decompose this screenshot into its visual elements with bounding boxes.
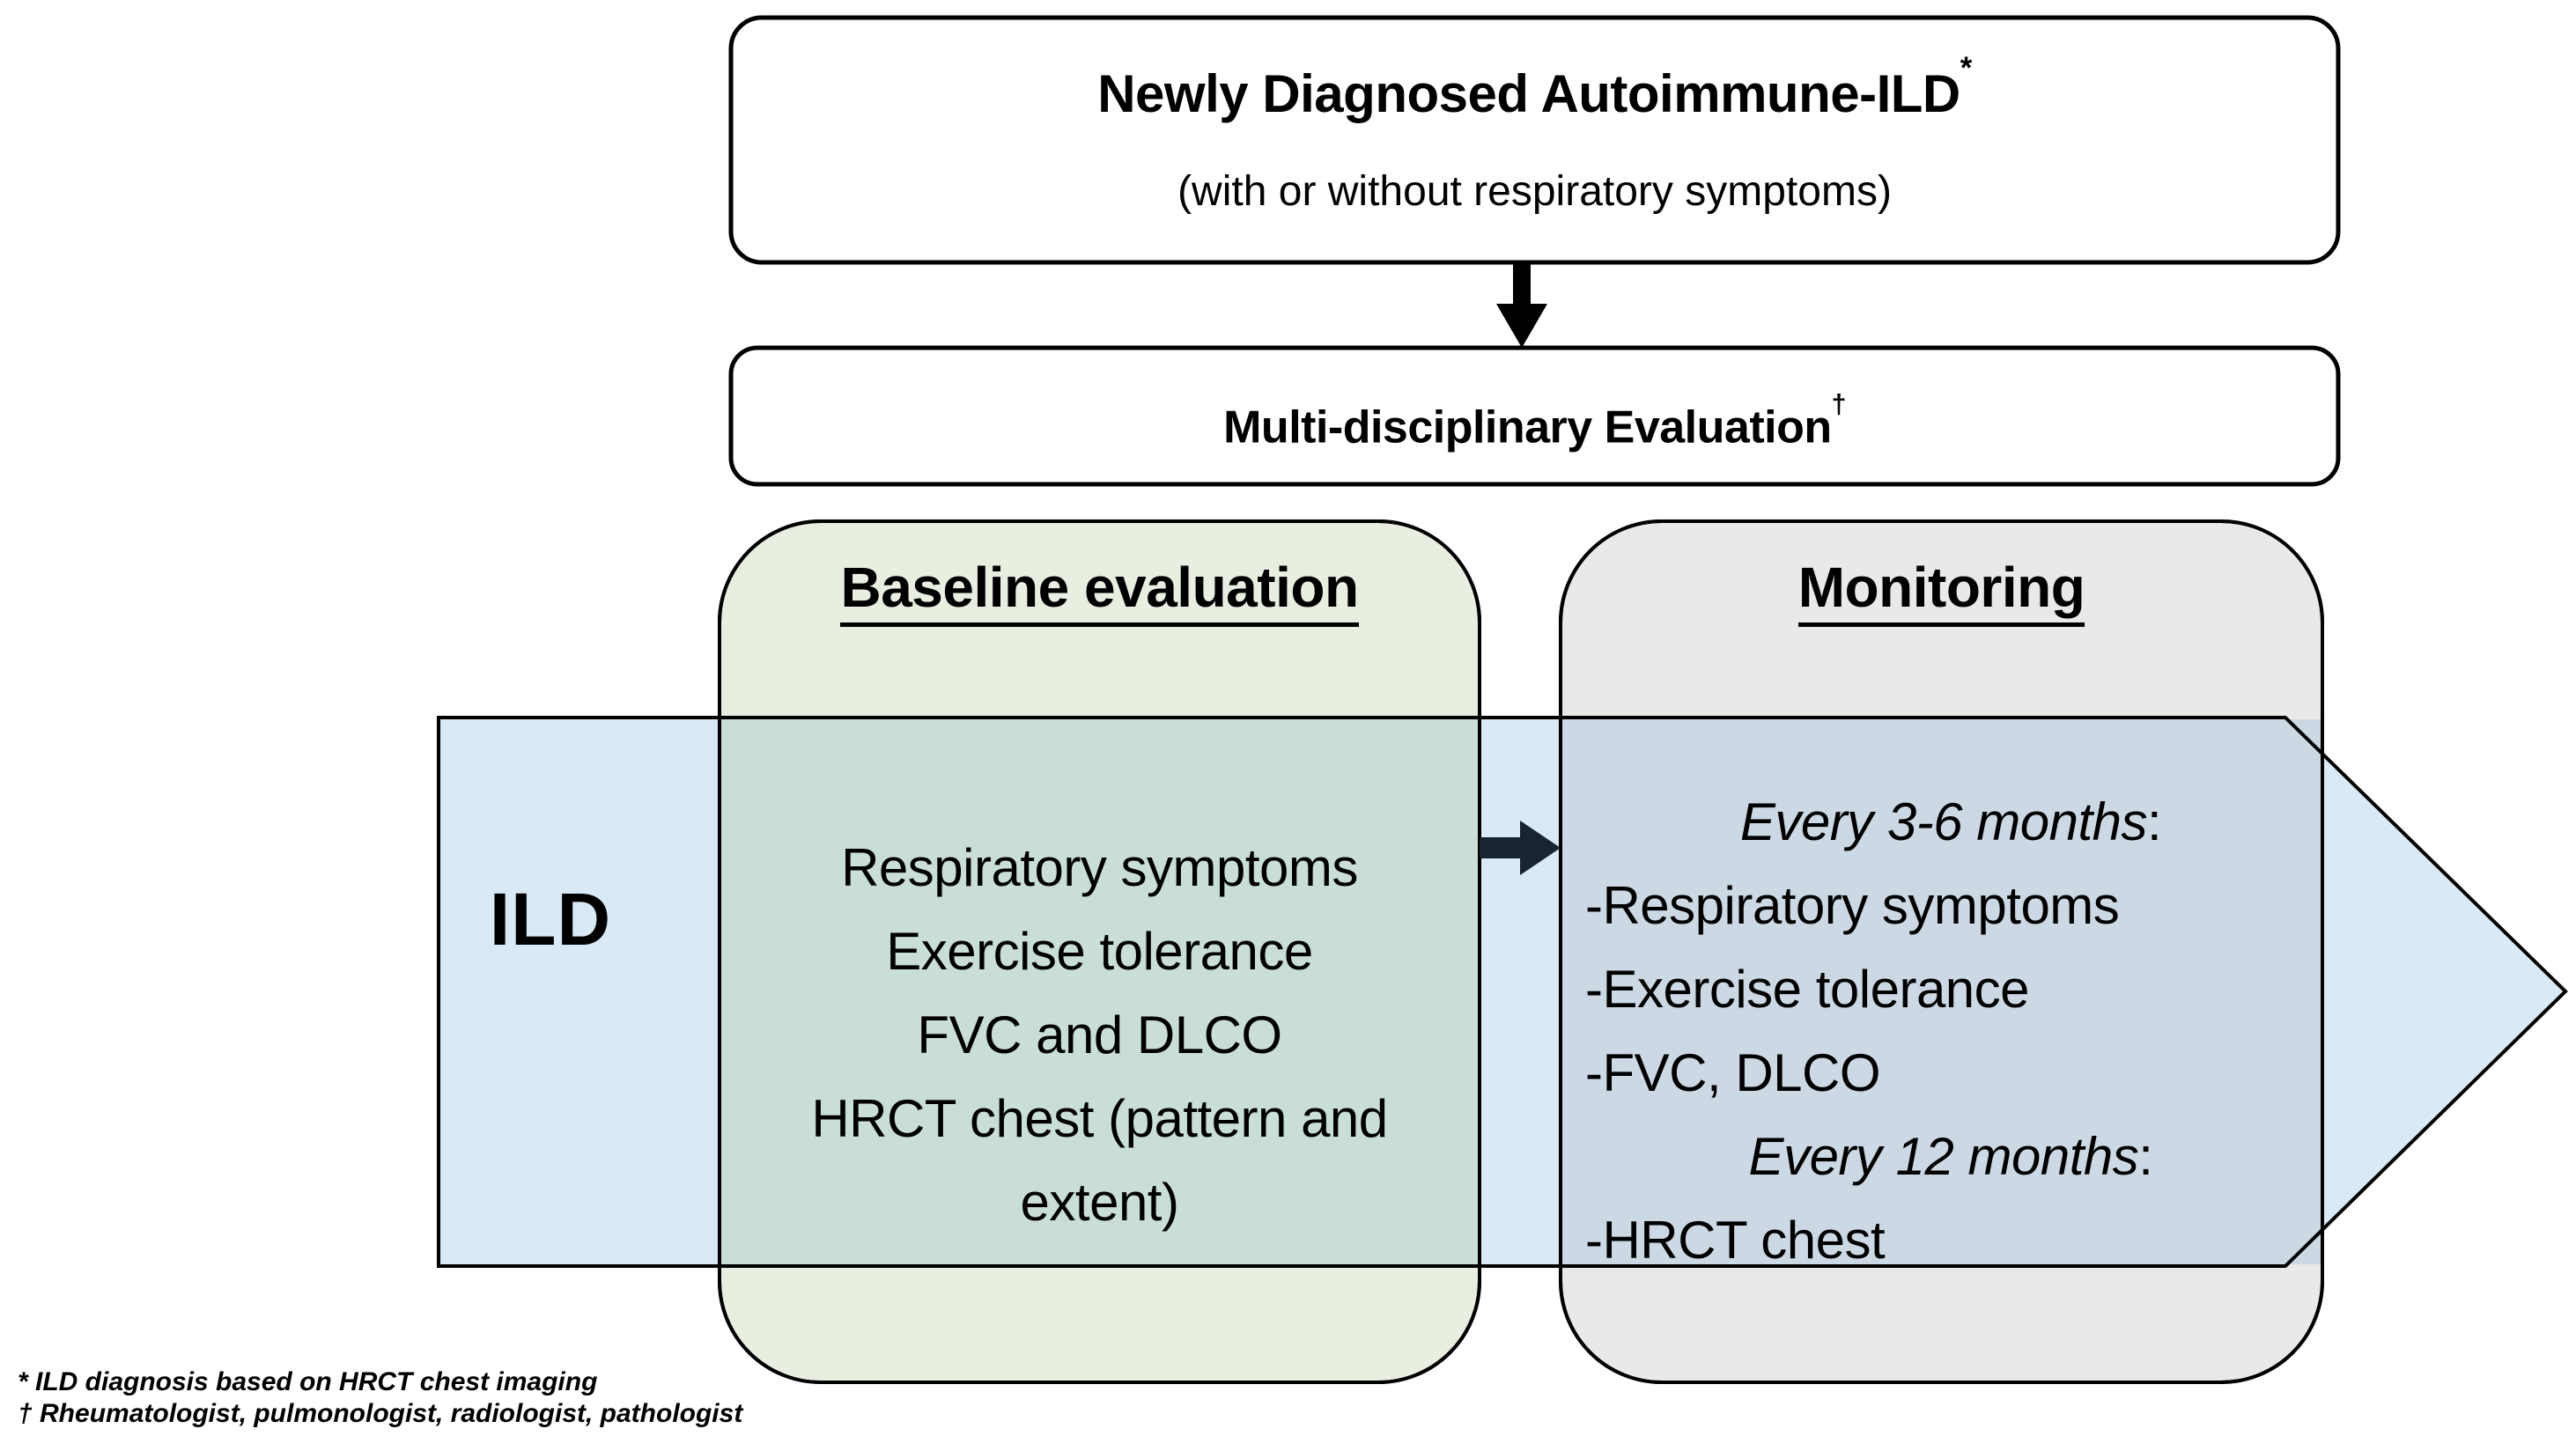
list-line: HRCT chest (pattern and	[811, 1089, 1388, 1148]
baseline-box-outline	[718, 519, 1481, 1384]
list-line: -FVC, DLCO	[1585, 1043, 1881, 1102]
band-over-monitoring	[1562, 719, 2321, 1264]
diagnosis-box	[728, 15, 2341, 265]
list-line: Respiratory symptoms	[841, 838, 1358, 897]
ild-band-label: ILD	[489, 878, 612, 961]
list-line: FVC and DLCO	[917, 1005, 1282, 1064]
right-arrow-icon	[1480, 821, 1561, 875]
evaluation-title: Multi-disciplinary Evaluation†	[1223, 389, 1846, 453]
list-line: * ILD diagnosis based on HRCT chest imag…	[18, 1367, 598, 1396]
ild-arrow-band-outline	[437, 716, 2568, 1268]
band-over-baseline	[721, 719, 1478, 1264]
list-line: † Rheumatologist, pulmonologist, radiolo…	[18, 1399, 743, 1428]
footnotes: * ILD diagnosis based on HRCT chest imag…	[18, 1366, 1074, 1430]
list-line: Every 3-6 months:	[1739, 792, 2162, 851]
down-arrow-icon	[1496, 262, 1547, 348]
evaluation-box	[728, 345, 2341, 487]
monitoring-items: Every 3-6 months: -Respiratory symptoms -E…	[1585, 780, 2316, 1282]
list-line: Exercise tolerance	[886, 922, 1313, 981]
list-line: -Exercise tolerance	[1585, 960, 2030, 1019]
monitoring-title: Monitoring	[1561, 553, 2322, 627]
list-line: extent)	[1020, 1173, 1179, 1232]
baseline-title: Baseline evaluation	[720, 553, 1480, 627]
monitoring-box-outline	[1559, 519, 2324, 1384]
diagnosis-subtitle: (with or without respiratory symptoms)	[1177, 168, 1892, 215]
list-line: Every 12 months:	[1748, 1127, 2153, 1186]
list-line: -HRCT chest	[1585, 1211, 1886, 1270]
list-line: -Respiratory symptoms	[1585, 876, 2120, 935]
diagnosis-title: Newly Diagnosed Autoimmune-ILD*	[1097, 50, 1972, 123]
